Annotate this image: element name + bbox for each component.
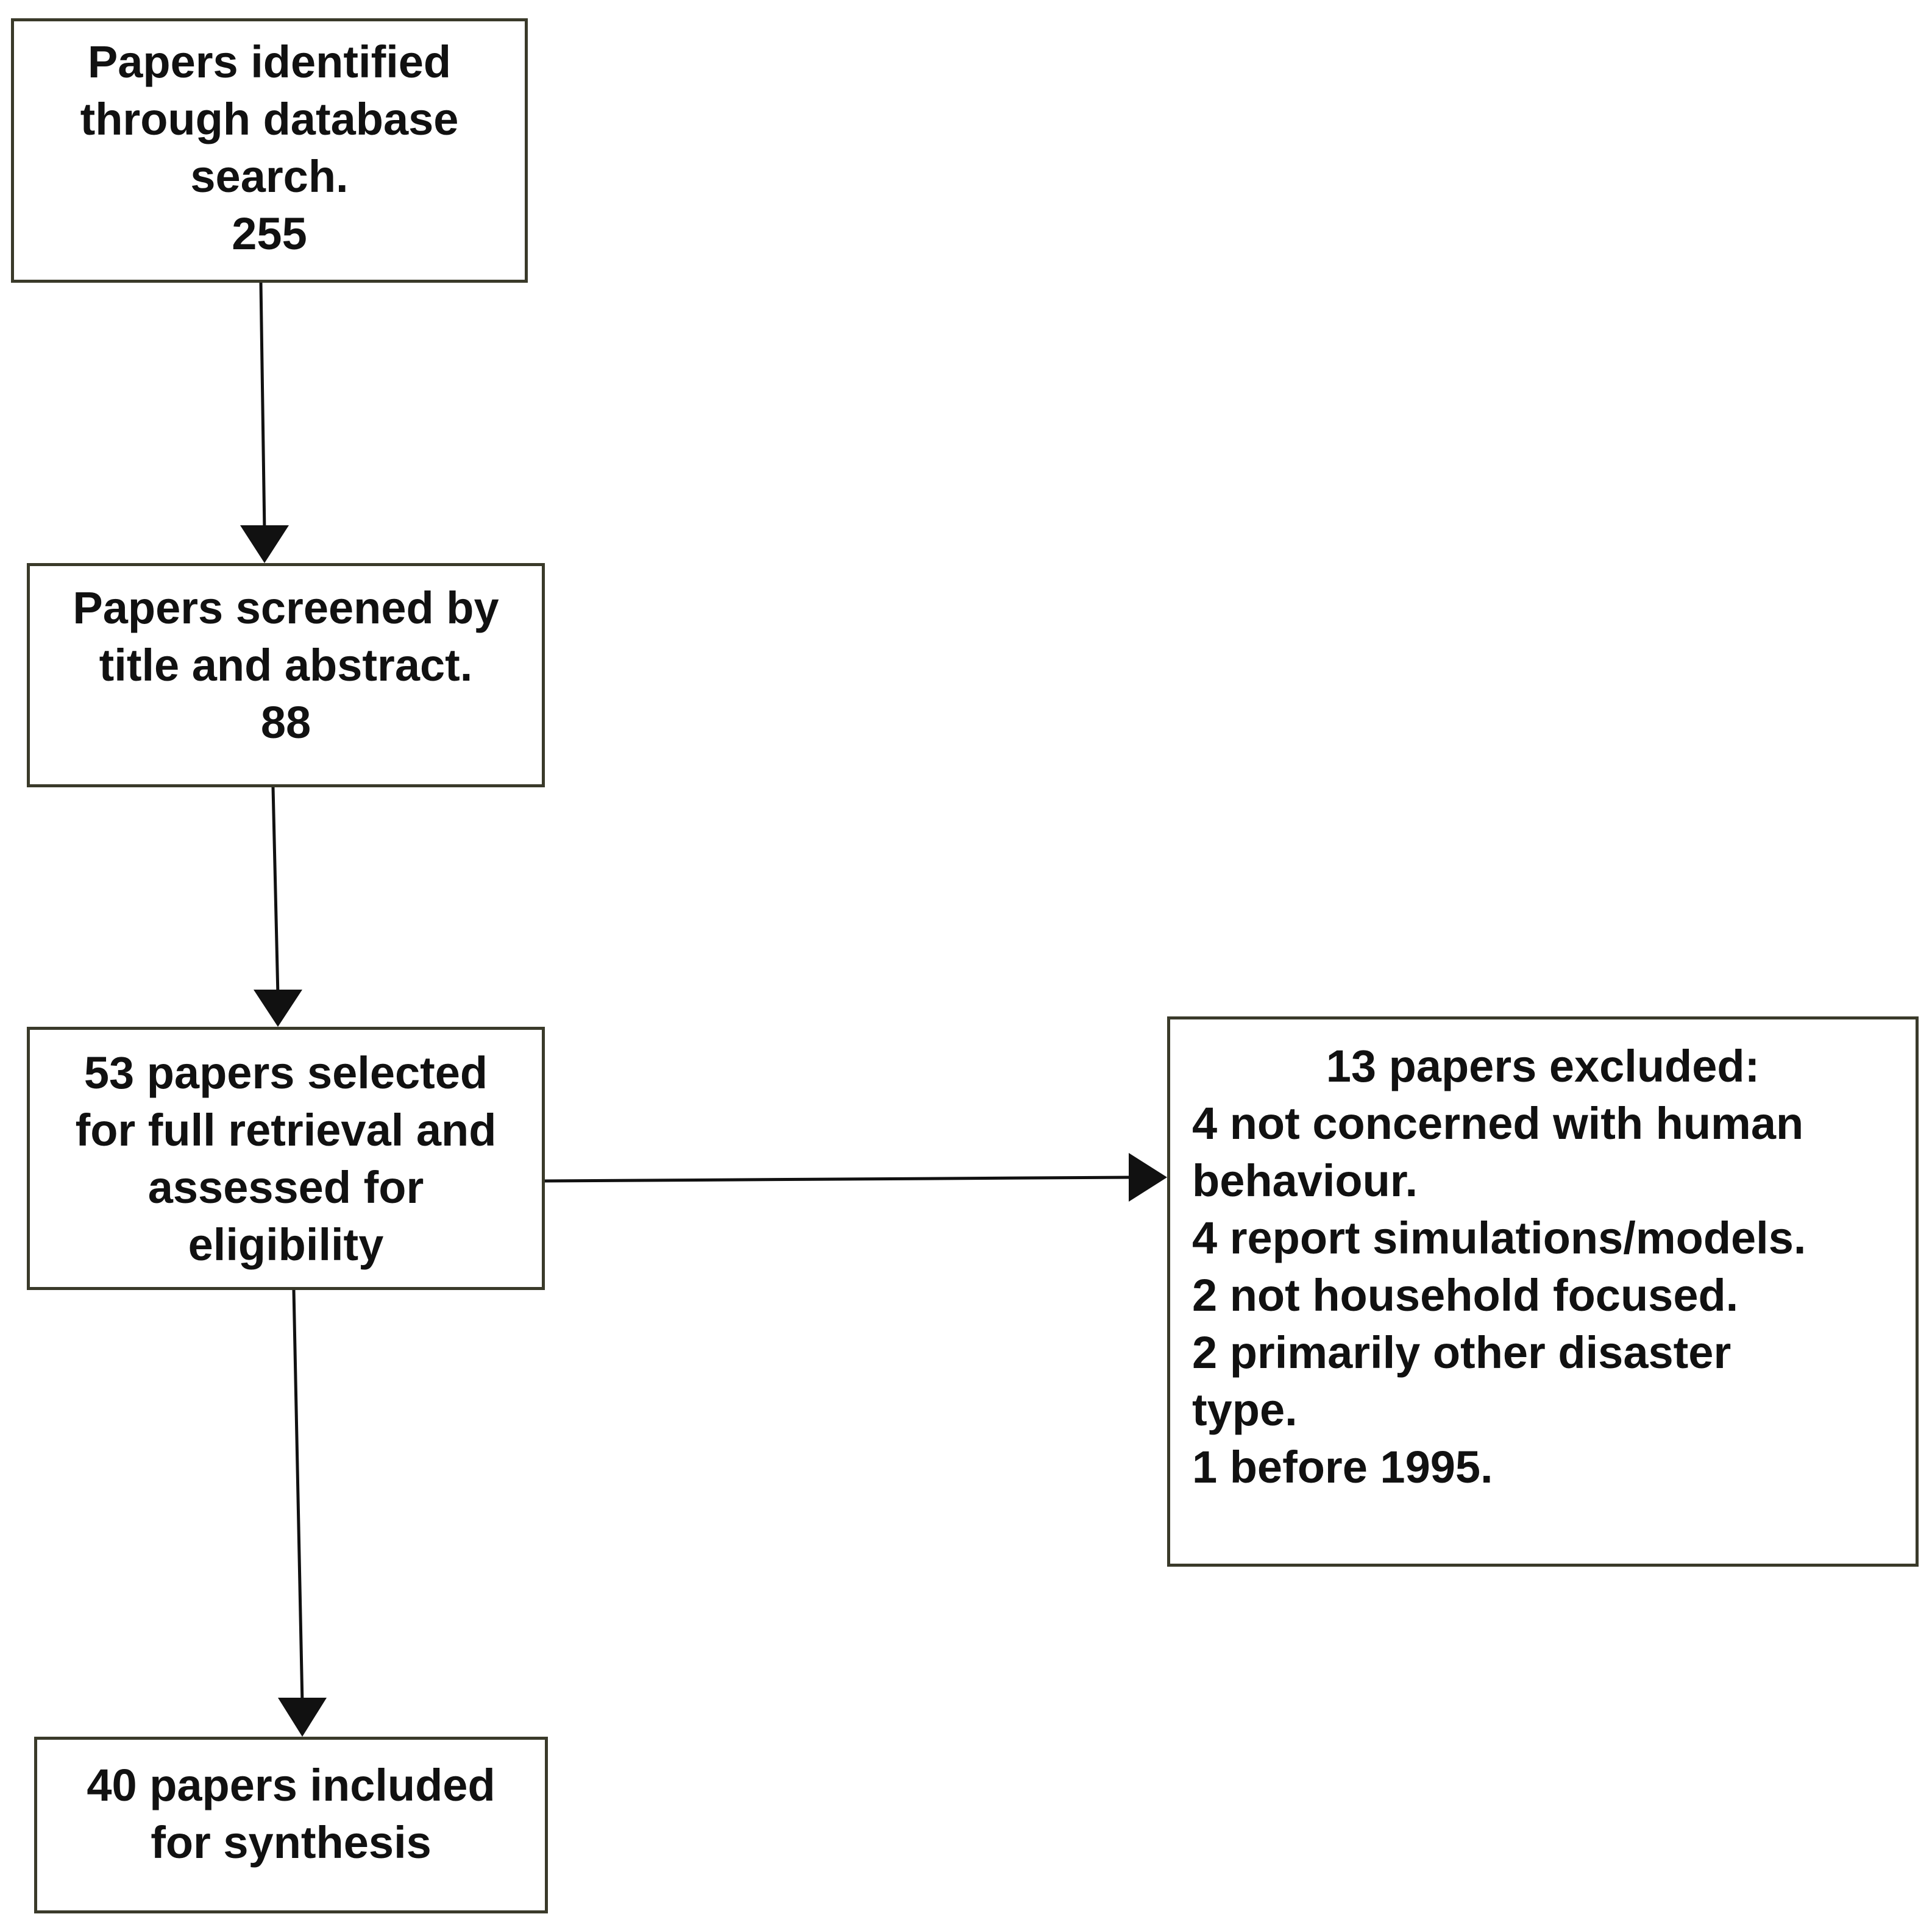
- arrowhead-screened-to-selected: [254, 990, 302, 1027]
- screened-line-1: Papers screened by: [73, 583, 499, 633]
- excluded-reason-line-6: type.: [1192, 1384, 1298, 1435]
- selected-line-4: eligibility: [188, 1219, 384, 1270]
- screened-count: 88: [260, 697, 311, 748]
- excluded-reason-line-1: 4 not concerned with human: [1192, 1098, 1804, 1149]
- arrowhead-identified-to-screened: [240, 525, 289, 563]
- selected-line-3: assessed for: [147, 1162, 424, 1213]
- excluded-reason-line-2: behaviour.: [1192, 1155, 1418, 1206]
- excluded-reason-line-5: 2 primarily other disaster: [1192, 1327, 1731, 1378]
- arrowhead-selected-to-included: [278, 1698, 327, 1737]
- papers-selected-box: 53 papers selected for full retrieval an…: [27, 1027, 545, 1290]
- screened-line-2: title and abstract.: [99, 640, 473, 690]
- identified-line-3: search.: [190, 151, 349, 202]
- included-line-2: for synthesis: [151, 1817, 432, 1868]
- included-line-1: 40 papers included: [87, 1760, 495, 1810]
- papers-screened-box: Papers screened by title and abstract. 8…: [27, 563, 545, 787]
- arrow-selected-to-excluded: [544, 1175, 1134, 1183]
- identified-count: 255: [232, 208, 307, 259]
- identified-line-1: Papers identified: [87, 37, 452, 87]
- identified-line-2: through database: [80, 94, 459, 144]
- arrowhead-selected-to-excluded: [1129, 1153, 1167, 1202]
- excluded-reason-line-4: 2 not household focused.: [1192, 1270, 1739, 1321]
- arrow-identified-to-screened: [259, 282, 266, 532]
- papers-identified-box: Papers identified through database searc…: [11, 18, 528, 283]
- papers-excluded-box: 13 papers excluded: 4 not concerned with…: [1167, 1016, 1919, 1567]
- selected-line-1: 53 papers selected: [83, 1048, 488, 1098]
- arrow-screened-to-selected: [271, 787, 280, 996]
- arrow-selected-to-included: [292, 1289, 304, 1704]
- papers-included-box: 40 papers included for synthesis: [34, 1737, 548, 1913]
- excluded-heading: 13 papers excluded:: [1326, 1041, 1760, 1091]
- selected-line-2: for full retrieval and: [75, 1105, 497, 1155]
- excluded-reason-line-3: 4 report simulations/models.: [1192, 1213, 1806, 1263]
- excluded-reason-line-7: 1 before 1995.: [1192, 1442, 1493, 1492]
